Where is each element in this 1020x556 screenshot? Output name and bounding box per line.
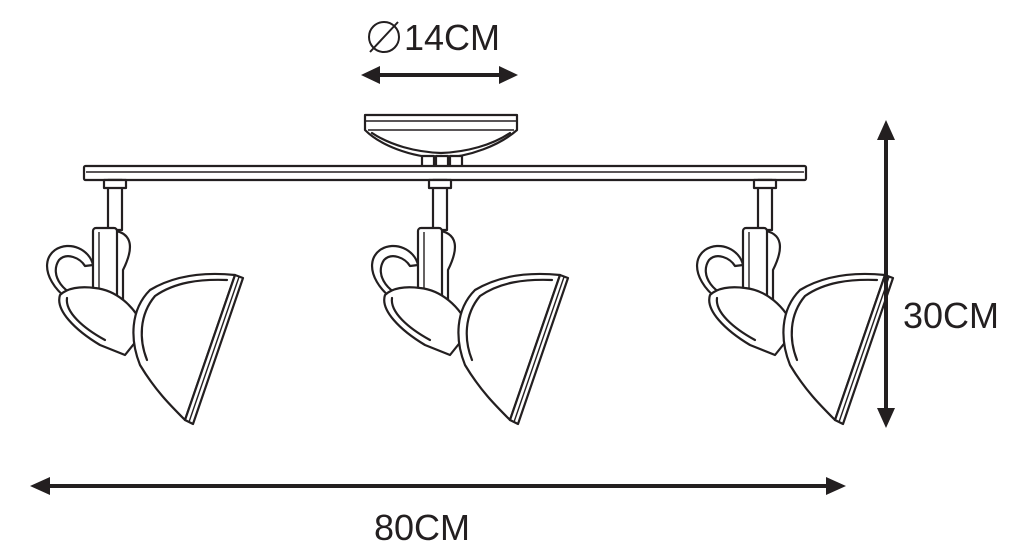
spotlight-middle [370,178,570,426]
width-dimension: 80CM [30,477,846,548]
width-label: 80CM [374,507,470,548]
diameter-symbol-icon [368,21,400,53]
width-arrow-right-head [826,477,846,495]
ceiling-canopy [363,113,519,170]
diameter-arrow-right-head [499,66,518,84]
height-arrow-top-head [877,120,895,140]
diameter-arrow-left-head [361,66,380,84]
diameter-label: 14CM [404,17,500,58]
spotlight-left [45,178,245,426]
mounting-bar [82,164,808,182]
height-dimension: 30CM [877,120,999,428]
width-arrow-left-head [30,477,50,495]
height-label: 30CM [903,295,999,336]
height-arrow-bottom-head [877,408,895,428]
diameter-dimension: 14CM [361,17,518,84]
spotlight-right [695,178,895,426]
